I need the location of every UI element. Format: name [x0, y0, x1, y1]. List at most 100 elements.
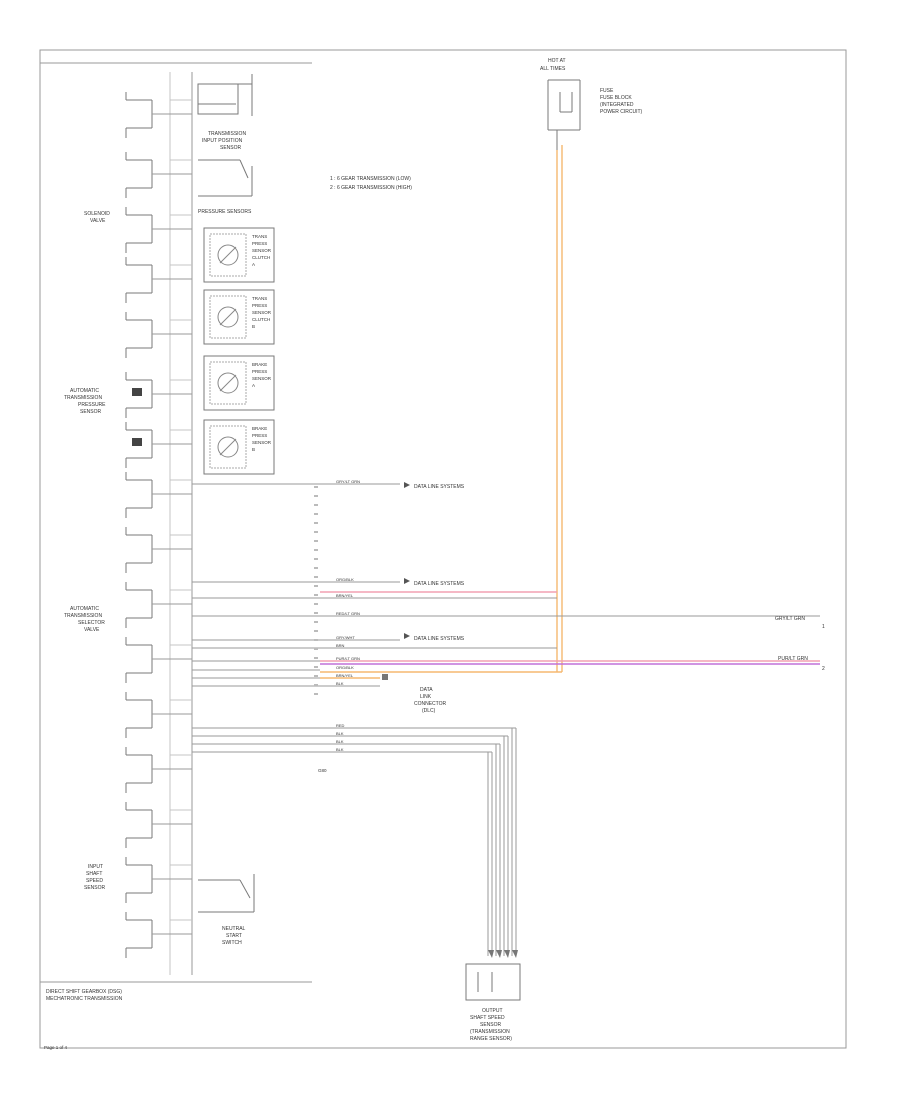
- coil-symbol: [125, 747, 192, 793]
- label-dlc-4: (DLC): [422, 708, 436, 714]
- coil-symbol: [125, 422, 192, 468]
- pin-marker: [314, 504, 318, 506]
- coil-symbol: [125, 857, 192, 903]
- label-range-switch-1: NEUTRAL: [222, 926, 246, 932]
- coil-symbol: [125, 692, 192, 738]
- coil-symbol: [125, 802, 192, 848]
- bus-wire-label: RED/LT GRN: [336, 611, 360, 616]
- label-selector-valve: AUTOMATIC TRANSMISSION SELECTOR VALVE: [64, 606, 105, 633]
- right-wire-labels: GRY/LT GRN 1 PUR/LT GRN 2: [775, 616, 825, 672]
- sensor-box-label: B: [252, 324, 255, 329]
- pin-marker: [314, 540, 318, 542]
- range-switch-symbol: [198, 874, 255, 913]
- coil-symbol: [125, 372, 192, 418]
- module-label-1: DIRECT SHIFT GEARBOX (DSG): [46, 989, 122, 995]
- label-hot-1: HOT AT: [548, 58, 566, 64]
- label-speed-sensor-4: SENSOR: [84, 885, 106, 891]
- pin-marker: [314, 576, 318, 578]
- label-solenoid-valve: SOLENOID VALVE: [84, 211, 110, 224]
- ref-label-2: DATA LINE SYSTEMS: [414, 581, 465, 587]
- label-solenoid-valve-2: VALVE: [90, 218, 106, 224]
- output-bus-arrow: [496, 950, 502, 958]
- label-dlc-1: DATA: [420, 687, 433, 693]
- sensor-box-label: TRANS: [252, 234, 267, 239]
- label-selector-valve-4: VALVE: [84, 627, 100, 633]
- label-pressure-switch-header: PRESSURE SENSORS: [198, 209, 252, 215]
- module-label: DIRECT SHIFT GEARBOX (DSG) MECHATRONIC T…: [46, 989, 123, 1002]
- ref-arrow-3: [404, 633, 410, 639]
- pin-marker: [314, 675, 318, 677]
- pin-marker: [314, 522, 318, 524]
- label-range-switch-2: START: [226, 933, 242, 939]
- pin-marker: [314, 549, 318, 551]
- right-wire-label-2: PUR/LT GRN: [778, 656, 808, 662]
- pin-marker: [314, 639, 318, 641]
- sensor-box-label: SENSOR: [252, 310, 272, 315]
- bus-wire-label: PUR/LT GRN: [336, 656, 360, 661]
- coil-symbol: [125, 637, 192, 683]
- bus-wire-label: BLK: [336, 731, 344, 736]
- pin-marker: [314, 621, 318, 623]
- bus-wire-label: BLK: [336, 739, 344, 744]
- sensor-box-label: BRAKE: [252, 362, 267, 367]
- label-speed-sensor-2: SHAFT: [86, 871, 102, 877]
- coil-symbol: [125, 152, 192, 198]
- pin-marker: [314, 603, 318, 605]
- label-fuse-1: FUSE: [600, 88, 614, 94]
- pin-marker: [314, 693, 318, 695]
- output-sensor-bus: [192, 727, 518, 958]
- page-ref: Page 1 of 4: [44, 1045, 68, 1050]
- bus-wire-label: RED: [336, 723, 345, 728]
- sensor-box-label: SENSOR: [252, 376, 272, 381]
- legend: 1 : 6 GEAR TRANSMISSION (LOW) 2 : 6 GEAR…: [330, 176, 412, 191]
- label-position-sensor-3: SENSOR: [220, 145, 242, 151]
- legend-item-2: 2 : 6 GEAR TRANSMISSION (HIGH): [330, 185, 412, 191]
- label-dlc-3: CONNECTOR: [414, 701, 447, 707]
- pressure-sensor-box: TRANS PRESS SENSOR CLUTCH B: [203, 289, 275, 345]
- right-wire-pin-2: 2: [822, 666, 825, 672]
- pin-marker: [314, 657, 318, 659]
- label-speed-sensor: INPUT SHAFT SPEED SENSOR: [84, 864, 106, 891]
- coil-symbol: [125, 912, 192, 958]
- pin-marker: [314, 612, 318, 614]
- label-output-sensor-2: SHAFT SPEED: [470, 1015, 505, 1021]
- sensor-box-label: PRESS: [252, 433, 267, 438]
- coil-symbol: [125, 472, 192, 518]
- coil-symbol: [125, 92, 192, 138]
- label-speed-sensor-3: SPEED: [86, 878, 103, 884]
- pin-marker: [314, 666, 318, 668]
- sensor-box-label: PRESS: [252, 303, 267, 308]
- output-bus-arrow: [504, 950, 510, 958]
- sensor-box-label: A: [252, 383, 255, 388]
- bus-wire-label: ORG/BLK: [336, 577, 354, 582]
- ref-label-3: DATA LINE SYSTEMS: [414, 636, 465, 642]
- module-label-2: MECHATRONIC TRANSMISSION: [46, 996, 123, 1002]
- diagram-frame: [39, 49, 847, 1049]
- label-selector-valve-3: SELECTOR: [78, 620, 105, 626]
- bus-wire-label: GRY/WHT: [336, 635, 355, 640]
- bus-wire-label: BRN/YEL: [336, 593, 354, 598]
- label-dlc: DATA LINK CONNECTOR (DLC): [414, 687, 447, 714]
- sensor-box-label: SENSOR: [252, 440, 272, 445]
- coil-symbol: [125, 257, 192, 303]
- label-output-sensor-1: OUTPUT: [482, 1008, 503, 1014]
- sensor-box-label: TRANS: [252, 296, 267, 301]
- ref-arrows: DATA LINE SYSTEMS DATA LINE SYSTEMS DATA…: [404, 482, 465, 642]
- ground-label: G80: [318, 768, 327, 773]
- pin-marker: [314, 684, 318, 686]
- position-sensor-symbol: [197, 74, 253, 197]
- output-bus-arrow: [488, 950, 494, 958]
- label-range-switch: NEUTRAL START SWITCH: [222, 926, 246, 946]
- label-fuse-4: POWER CIRCUIT): [600, 109, 643, 115]
- pin-marker: [314, 495, 318, 497]
- right-wire-pin-1: 1: [822, 624, 825, 630]
- ref-arrow-2: [404, 578, 410, 584]
- pin-marker: [314, 630, 318, 632]
- label-fuse: FUSE FUSE BLOCK (INTEGRATED POWER CIRCUI…: [600, 88, 643, 115]
- sensor-box-label: CLUTCH: [252, 317, 270, 322]
- label-fuse-2: FUSE BLOCK: [600, 95, 632, 101]
